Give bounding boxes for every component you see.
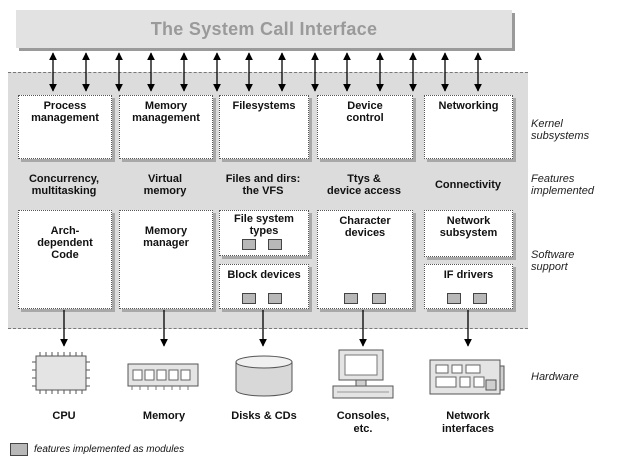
software-label: File system types	[234, 213, 294, 237]
subsystem-label: Process management	[31, 100, 99, 124]
module-icon	[473, 293, 487, 304]
software-arch-dependent-code: Arch- dependent Code	[18, 210, 112, 309]
module-icon	[242, 239, 256, 250]
module-icon	[344, 293, 358, 304]
hardware-label-memory: Memory	[142, 410, 186, 422]
subsystem-process-management: Process management	[18, 95, 112, 159]
module-icon	[268, 293, 282, 304]
software-network-subsystem: Network subsystem	[424, 210, 513, 257]
software-label: Memory manager	[143, 225, 189, 249]
software-character-devices: Character devices	[317, 210, 413, 309]
hardware-label-consoles: Consoles, etc.	[336, 410, 390, 435]
legend-text: features implemented as modules	[34, 444, 185, 455]
cpu-icon	[32, 352, 90, 394]
feature-concurrency: Concurrency, multitasking	[28, 173, 100, 197]
subsystem-label: Networking	[438, 100, 499, 112]
syscall-arrows	[49, 52, 482, 92]
software-block-devices: Block devices	[219, 264, 309, 309]
feature-vfs: Files and dirs: the VFS	[225, 173, 301, 197]
side-label-kernel-subsystems: Kernel subsystems	[531, 118, 590, 142]
software-if-drivers: IF drivers	[424, 264, 513, 309]
subsystem-label: Memory management	[132, 100, 200, 124]
module-icon	[268, 239, 282, 250]
subsystem-device-control: Device control	[317, 95, 413, 159]
hardware-arrows	[60, 310, 472, 347]
software-label: Network subsystem	[439, 215, 498, 239]
subsystem-label: Filesystems	[232, 100, 296, 112]
module-icon	[372, 293, 386, 304]
feature-tty-device-access: Ttys & device access	[326, 173, 401, 197]
hardware-label-network-interfaces: Network interfaces	[442, 410, 494, 435]
system-call-interface-banner: The System Call Interface	[16, 10, 512, 48]
disk-icon	[235, 355, 293, 397]
software-label: Character devices	[339, 215, 391, 239]
module-icon	[242, 293, 256, 304]
system-call-interface-title: The System Call Interface	[150, 19, 378, 39]
subsystem-memory-management: Memory management	[119, 95, 213, 159]
network-card-icon	[429, 359, 505, 395]
memory-icon	[127, 363, 199, 390]
module-icon	[447, 293, 461, 304]
feature-connectivity: Connectivity	[434, 179, 501, 191]
subsystem-filesystems: Filesystems	[219, 95, 309, 159]
software-file-system-types: File system types	[219, 210, 309, 256]
legend-module-swatch	[10, 443, 28, 456]
subsystem-label: Device control	[346, 100, 384, 124]
side-label-software-support: Software support	[531, 249, 575, 273]
software-label: Block devices	[227, 269, 301, 281]
software-label: Arch- dependent Code	[37, 225, 93, 261]
hardware-label-disks: Disks & CDs	[231, 410, 297, 422]
software-label: IF drivers	[443, 269, 494, 281]
feature-virtual-memory: Virtual memory	[143, 173, 187, 197]
side-label-features-implemented: Features implemented	[531, 173, 594, 197]
software-memory-manager: Memory manager	[119, 210, 213, 309]
hardware-label-cpu: CPU	[52, 410, 76, 422]
console-icon	[332, 349, 394, 399]
subsystem-networking: Networking	[424, 95, 513, 159]
side-label-hardware: Hardware	[531, 371, 579, 383]
